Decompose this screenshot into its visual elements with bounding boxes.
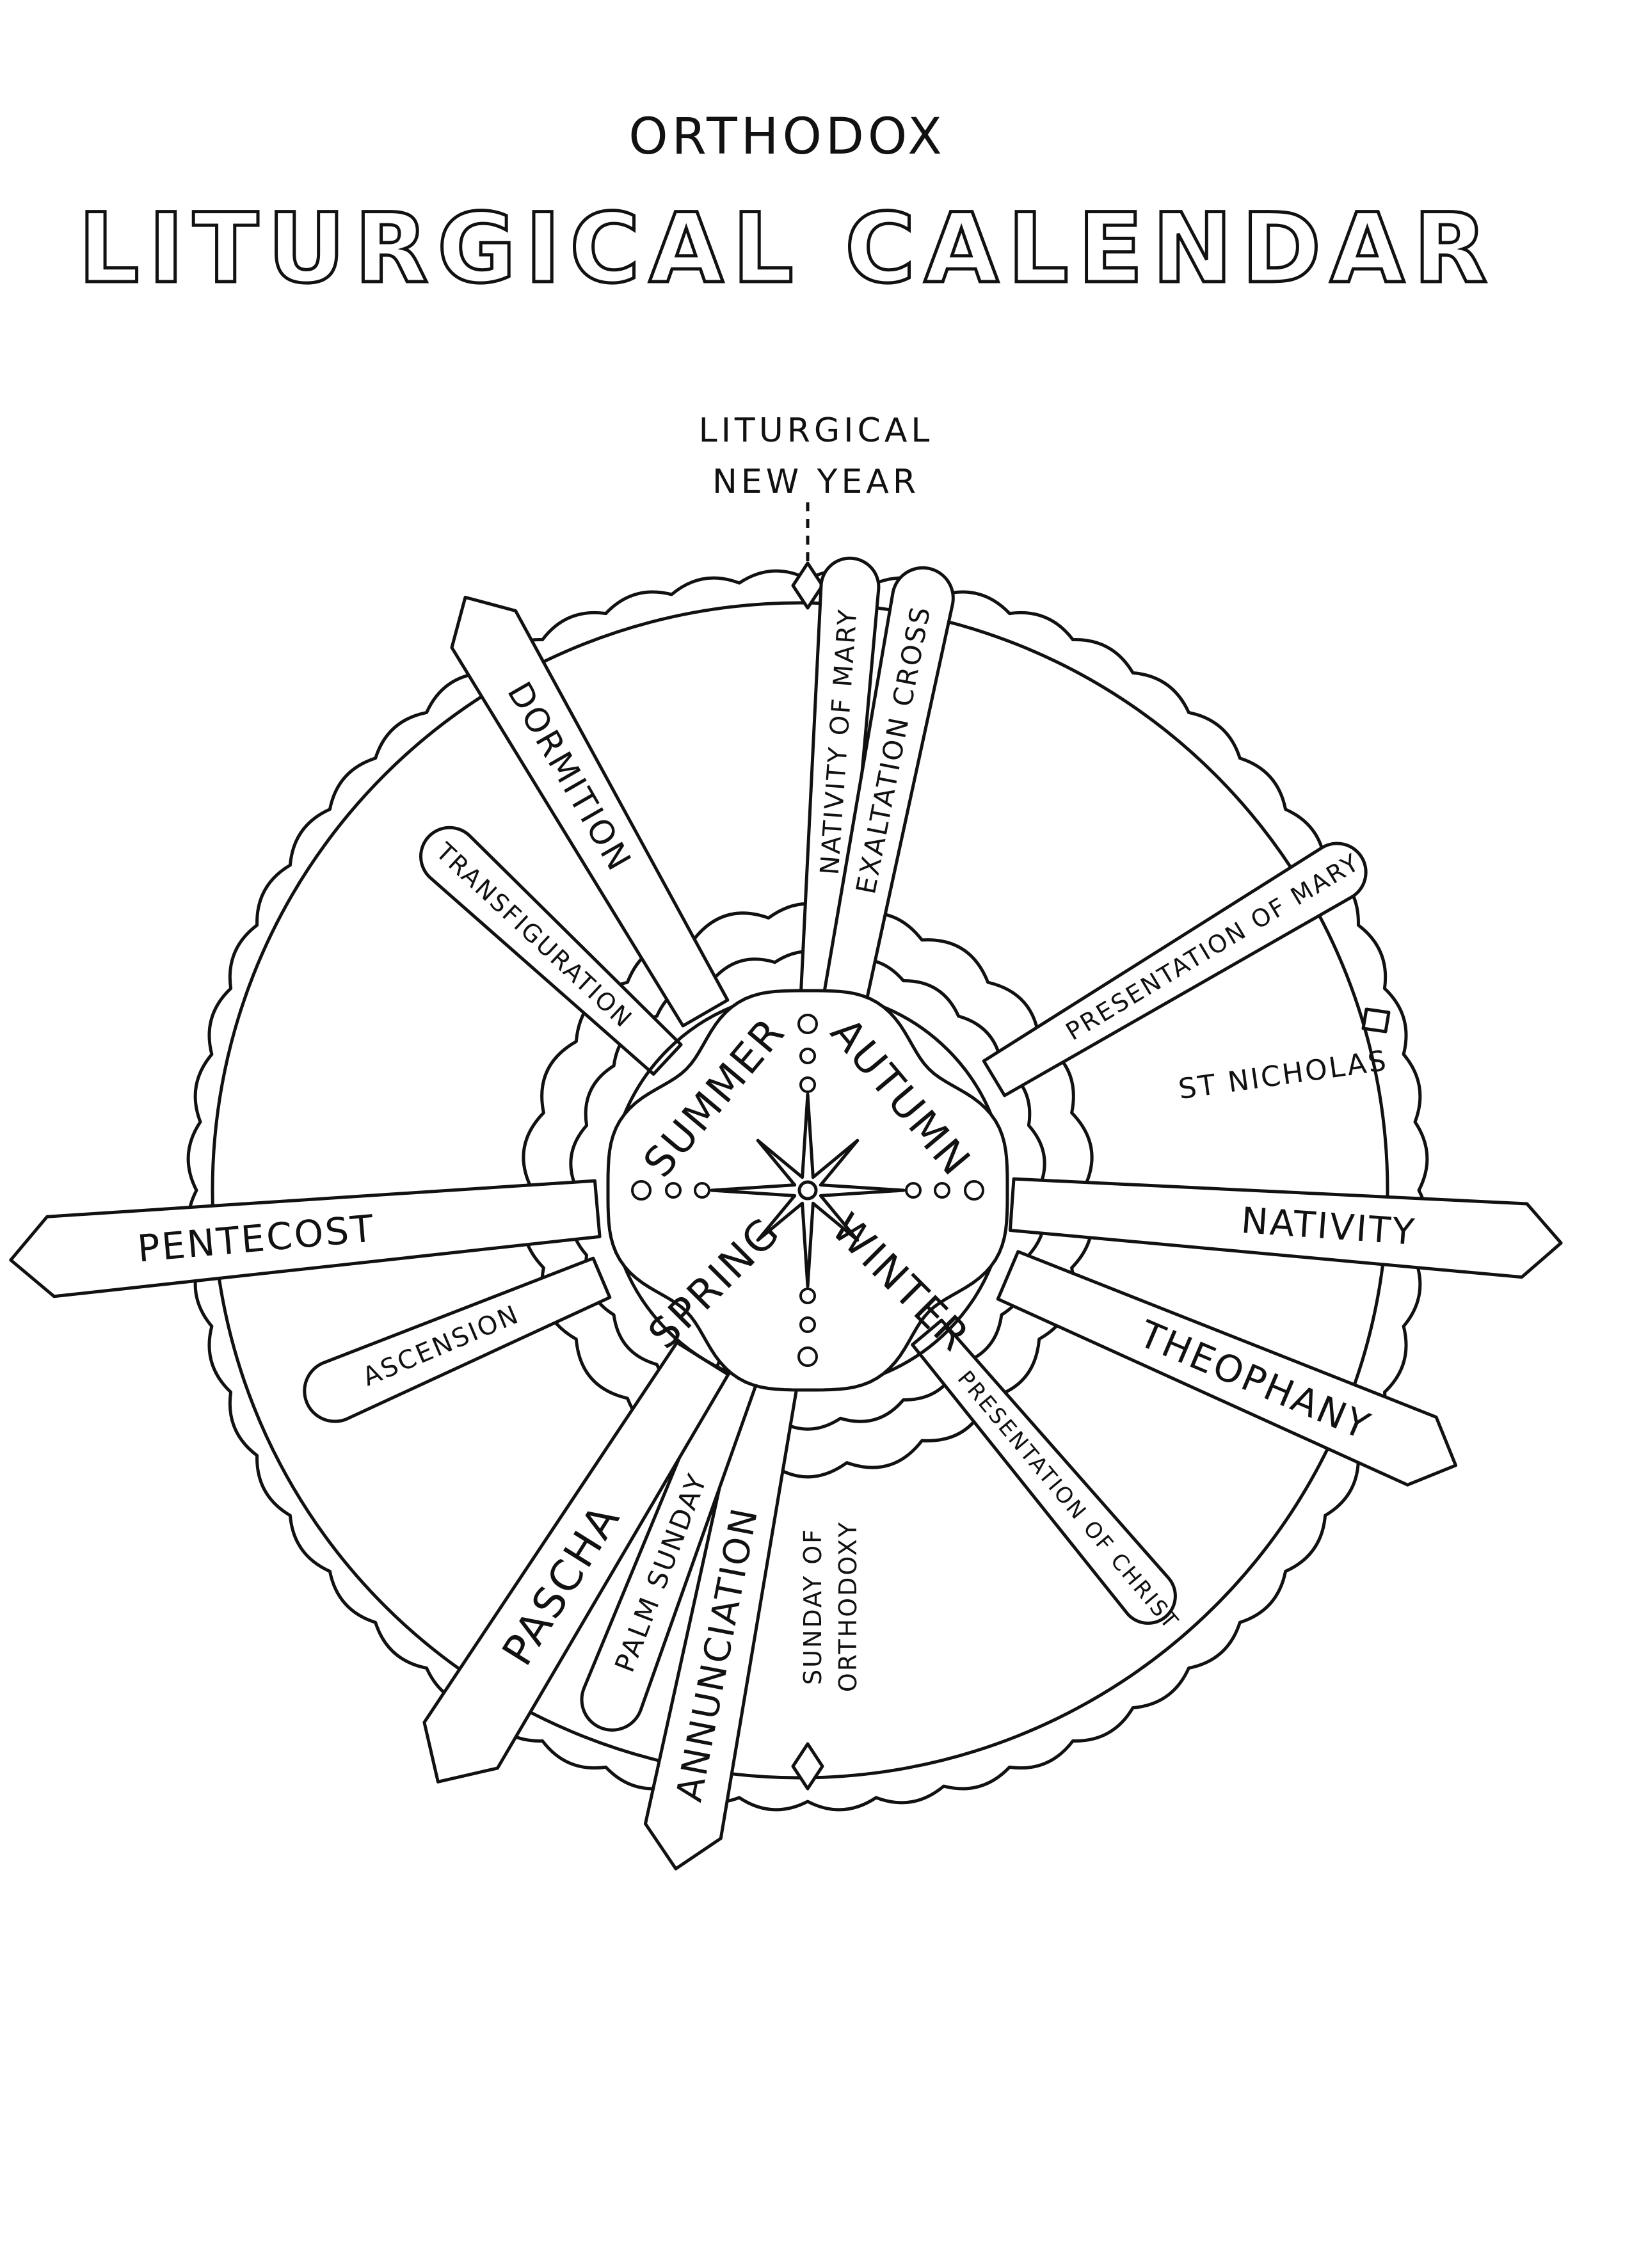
feast-label-presentation-of-christ: PRESENTATION OF CHRIST	[952, 1366, 1184, 1635]
feast-banner-nativity: NATIVITY	[1008, 1177, 1563, 1279]
banner-shape	[982, 842, 1368, 1098]
header-subtitle: ORTHODOX	[628, 108, 946, 166]
feast-label-sunday-of-orthodoxy-line1: SUNDAY OF	[799, 1528, 827, 1685]
feast-label-sunday-of-orthodoxy-line2: ORTHODOXY	[834, 1521, 862, 1692]
feast-banner-pentecost: PENTECOST	[9, 1179, 602, 1298]
banner-shape	[419, 826, 683, 1076]
compass-dot	[799, 1076, 816, 1093]
banner-shape	[996, 1250, 1458, 1487]
compass-dot	[665, 1182, 682, 1199]
compass-dot	[905, 1182, 922, 1199]
feast-label-st-nicholas: ST NICHOLAS	[1176, 1044, 1390, 1106]
header-title: LITURGICAL CALENDAR	[78, 193, 1496, 305]
compass-dot	[799, 1316, 816, 1333]
st-nicholas-marker-icon	[1361, 1007, 1391, 1034]
compass-dot	[797, 1346, 818, 1367]
banner-shape	[1008, 1177, 1563, 1279]
banner-shape	[911, 1318, 1177, 1625]
star-center-dot	[797, 1180, 818, 1201]
feast-banner-ascension: ASCENSION	[303, 1256, 612, 1423]
banner-shape	[9, 1179, 602, 1298]
banner-shape	[303, 1256, 612, 1423]
compass-dot	[797, 1014, 818, 1034]
feast-label-presentation-of-mary: PRESENTATION OF MARY	[1061, 848, 1365, 1046]
banner-shape	[820, 566, 955, 1014]
compass-dots	[631, 1014, 984, 1367]
compass-dot	[799, 1288, 816, 1304]
bottom-diamond-icon	[791, 1742, 824, 1791]
banner-shape	[450, 595, 730, 1028]
compass-dot	[799, 1048, 816, 1064]
new-year-label-line2: NEW YEAR	[712, 463, 920, 501]
banner-shape	[798, 556, 881, 1015]
outer-scalloped-ring	[186, 569, 1429, 1812]
compass-dot	[694, 1182, 710, 1199]
compass-dot	[964, 1180, 984, 1201]
compass-dot	[631, 1180, 652, 1201]
banner-shape	[580, 1360, 761, 1732]
compass-dot	[934, 1182, 950, 1199]
new-year-diamond-icon	[791, 561, 824, 610]
new-year-label-line1: LITURGICAL	[699, 411, 934, 450]
